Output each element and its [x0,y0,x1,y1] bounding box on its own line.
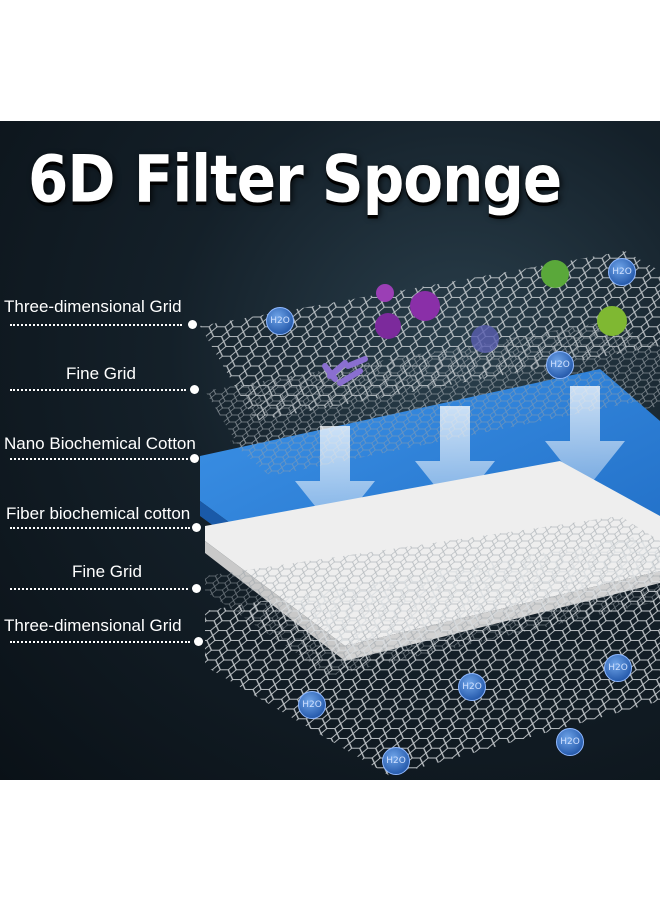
leader-line [10,588,188,590]
water-bubble-icon: H2O [546,351,574,379]
layer-label: Fiber biochemical cotton [6,504,191,523]
leader-dot [190,454,199,463]
water-bubble-icon: H2O [604,654,632,682]
layer-label: Fine Grid [66,364,136,383]
leader-dot [190,385,199,394]
filter-layers-illustration [200,251,660,776]
leader-line [10,389,186,391]
layer-label: Three-dimensional Grid [4,616,182,635]
leader-dot [192,584,201,593]
product-image-panel: 6D Filter Sponge Three-dimensional Grid … [0,121,660,780]
leader-line [10,324,182,326]
water-bubble-icon: H2O [298,691,326,719]
water-bubble-icon: H2O [458,673,486,701]
bacteria-icon [322,356,368,386]
layer-label: Fine Grid [72,562,142,581]
leader-line [10,458,188,460]
water-bubble-icon: H2O [608,258,636,286]
layer-label: Three-dimensional Grid [4,297,182,316]
page-title: 6D Filter Sponge [28,141,562,218]
water-bubble-icon: H2O [266,307,294,335]
leader-line [10,641,190,643]
leader-dot [192,523,201,532]
water-bubble-icon: H2O [556,728,584,756]
leader-line [10,527,190,529]
layer-label: Nano Biochemical Cotton [4,434,196,453]
leader-dot [188,320,197,329]
virus-icon [375,260,627,353]
leader-dot [194,637,203,646]
water-bubble-icon: H2O [382,747,410,775]
